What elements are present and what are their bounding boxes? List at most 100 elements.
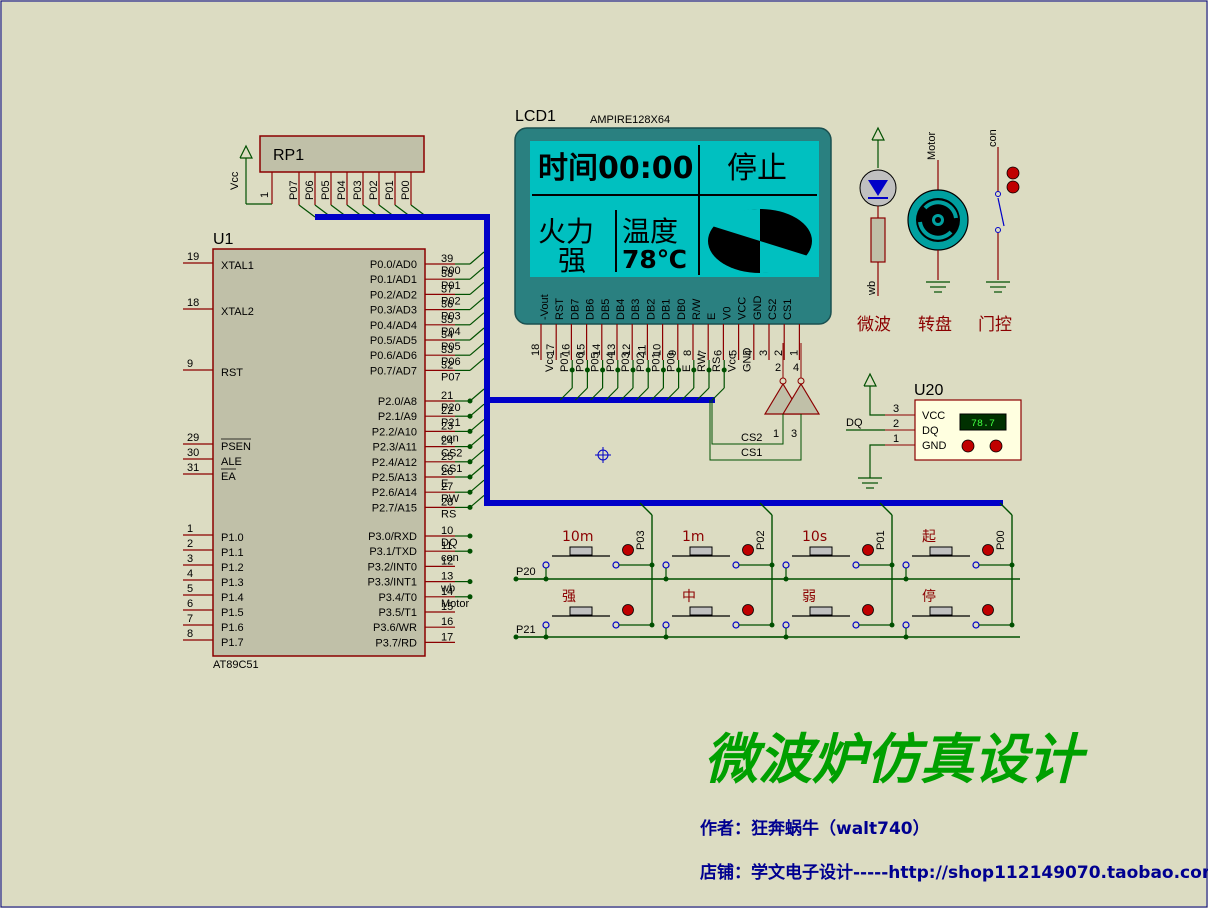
lcd-temp-label: 温度 xyxy=(622,215,678,248)
lcd-ref: LCD1 xyxy=(515,108,556,125)
rp1-pin-label: P04 xyxy=(336,180,348,200)
u1-right-pin-num: 22 xyxy=(441,405,453,417)
lcd-pin-num: 1 xyxy=(788,350,800,356)
u1-left-pin-num: 31 xyxy=(187,462,199,474)
u1-right-pin-num: 38 xyxy=(441,268,453,280)
microwave-net: wb xyxy=(866,281,878,296)
lcd-pin-num: 10 xyxy=(652,344,664,356)
u1-left-pin-name: RST xyxy=(221,367,243,379)
turntable-motor[interactable]: Motor 转盘 xyxy=(907,132,969,335)
u1-right-pin-name: P0.5/AD5 xyxy=(370,335,417,347)
u1-right-pin-net: Motor xyxy=(441,598,469,610)
ds18b20-pin-vcc: VCC xyxy=(922,410,945,422)
design-title: 微波炉仿真设计 xyxy=(704,728,1088,791)
u1-left-pin-name: EA xyxy=(221,471,236,483)
lcd-pin-name: VCC xyxy=(737,297,749,320)
u1-right-pin-name: P3.7/RD xyxy=(375,637,417,649)
lcd-pin-num: 11 xyxy=(636,345,648,356)
lcd-pin-name: DB2 xyxy=(645,299,657,320)
lcd-part: AMPIRE128X64 xyxy=(590,114,670,126)
lcd-module[interactable]: LCD1 AMPIRE128X64 时间00:00 停止 火力 强 温度 78℃… xyxy=(514,108,832,401)
lcd-net-label: Vcc xyxy=(726,353,738,372)
lcd-pin-name: R/W xyxy=(691,298,703,320)
u1-right-pin-num: 17 xyxy=(441,631,453,643)
rp1-ref: RP1 xyxy=(273,147,304,164)
keypad-key-label: 停 xyxy=(922,588,936,605)
u1-right-pin-name: P3.3/INT1 xyxy=(367,577,417,589)
u1-right-pin-net: P01 xyxy=(441,280,461,292)
ds18b20-net: DQ xyxy=(846,417,863,429)
rp1-pin-label: P03 xyxy=(352,180,364,200)
keypad-key[interactable]: 起 xyxy=(880,529,1015,582)
ds18b20-pin3-num: 3 xyxy=(893,403,899,415)
u1-right-pin-num: 14 xyxy=(441,586,453,598)
lcd-pin-num: 5 xyxy=(728,350,740,356)
u1-right-pin-num: 32 xyxy=(441,359,453,371)
u1-left-pin-num: 5 xyxy=(187,583,193,595)
u1-right-pin-name: P2.2/A10 xyxy=(372,426,417,438)
u1-right-pin-net: P20 xyxy=(441,402,461,414)
data-bus xyxy=(315,214,1003,506)
u1-microcontroller[interactable]: U1 AT89C51 19XTAL118XTAL29RST29PSEN30ALE… xyxy=(183,231,485,671)
microwave-led[interactable]: wb 微波 xyxy=(857,126,897,335)
lcd-pin-name: DB1 xyxy=(661,299,673,320)
inverter-gates[interactable]: CS2 CS1 1 3 2 4 xyxy=(709,343,821,461)
u1-right-pin-num: 24 xyxy=(441,436,453,448)
u1-right-pin-net: P21 xyxy=(441,417,461,429)
keypad-key-label: 1m xyxy=(682,529,705,545)
ds18b20-sensor[interactable]: U20 78.7 VCC DQ GND 3 2 1 DQ xyxy=(846,372,1022,489)
lcd-net-label: GND xyxy=(742,348,754,373)
keypad-key[interactable]: 1m xyxy=(640,529,775,582)
u1-right-pin-name: P0.6/AD6 xyxy=(370,350,417,362)
u1-right-pin-name: P3.2/INT0 xyxy=(367,561,417,573)
u1-right-pin-num: 10 xyxy=(441,525,453,537)
gate-pin-c: 3 xyxy=(791,428,797,440)
lcd-net-label: P07 xyxy=(559,352,571,372)
u1-left-pin-num: 4 xyxy=(187,568,193,580)
rp1-pin1: 1 xyxy=(259,192,271,198)
lcd-pin-name: DB4 xyxy=(615,299,627,320)
ds18b20-ref: U20 xyxy=(914,382,943,399)
u1-right-pin-net: DQ xyxy=(441,537,458,549)
shop-line: 店铺：学文电子设计-----http://shop112149070.taoba… xyxy=(700,862,1208,883)
lcd-pin-num: 4 xyxy=(743,350,755,356)
u1-right-pin-name: P0.2/AD2 xyxy=(370,289,417,301)
u1-right-pin-name: P2.3/A11 xyxy=(373,442,417,454)
u1-left-pin-name: XTAL1 xyxy=(221,260,254,272)
keypad-key[interactable]: 10s xyxy=(760,529,895,582)
u1-right-pin-name: P3.6/WR xyxy=(373,622,417,634)
u1-right-pin-name: P0.4/AD4 xyxy=(370,320,417,332)
keypad-key[interactable]: 弱 xyxy=(760,589,895,640)
lcd-pin-num: 2 xyxy=(773,350,785,356)
u1-left-pin-name: P1.6 xyxy=(221,622,244,634)
door-switch[interactable]: con 门控 xyxy=(978,129,1020,335)
keypad-key[interactable]: 10m xyxy=(520,529,655,582)
keypad-key[interactable]: 中 xyxy=(640,589,775,640)
u1-right-pin-net: con xyxy=(441,552,459,564)
u1-right-pin-num: 12 xyxy=(441,555,453,567)
ds18b20-reading: 78.7 xyxy=(971,419,995,430)
keypad-key-label: 10m xyxy=(562,529,593,545)
u1-right-pin-name: P2.4/A12 xyxy=(372,457,417,469)
lcd-turntable-icon xyxy=(708,208,812,274)
lcd-net-label: Vcc xyxy=(544,353,556,372)
u1-right-pin-net: P05 xyxy=(441,341,461,353)
gate-pin-b: 2 xyxy=(775,362,781,374)
u1-right-pin-num: 39 xyxy=(441,253,453,265)
keypad-key[interactable]: 强 xyxy=(520,589,655,640)
microwave-caption: 微波 xyxy=(857,315,891,335)
keypad-key[interactable]: 停 xyxy=(880,588,1015,640)
u1-right-pin-net: P02 xyxy=(441,295,461,307)
u1-left-pin-name: P1.4 xyxy=(221,592,244,604)
u1-right-pin-net: P07 xyxy=(441,371,461,383)
lcd-net-label: P06 xyxy=(574,352,586,372)
u1-left-pin-name: P1.2 xyxy=(221,562,244,574)
lcd-pin-name: DB6 xyxy=(585,299,597,320)
rp1-pin-label: P07 xyxy=(288,180,300,200)
keypad-col-net: P01 xyxy=(875,530,887,550)
gate-pin-d: 4 xyxy=(793,362,799,374)
